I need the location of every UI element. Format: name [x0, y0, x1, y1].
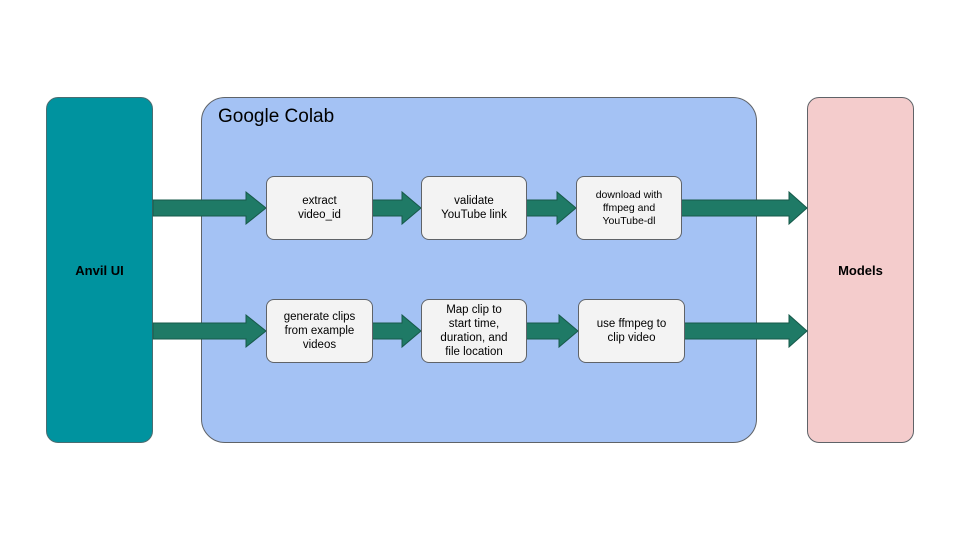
step-extract-video-id: extract video_id: [266, 176, 373, 240]
arrow-anvil-to-generate: [152, 313, 267, 349]
models-block: Models: [807, 97, 914, 443]
step-download-ffmpeg: download with ffmpeg and YouTube-dl: [576, 176, 682, 240]
arrow-anvil-to-extract: [152, 190, 267, 226]
step-validate-youtube-link: validate YouTube link: [421, 176, 527, 240]
arrow-extract-to-validate: [371, 190, 422, 226]
models-label: Models: [838, 262, 883, 278]
arrow-validate-to-download: [525, 190, 577, 226]
google-colab-title: Google Colab: [218, 106, 335, 127]
step-ffmpeg-clip: use ffmpeg to clip video: [578, 299, 685, 363]
arrow-generate-to-map: [371, 313, 422, 349]
anvil-ui-block: Anvil UI: [46, 97, 153, 443]
step-map-clip: Map clip to start time, duration, and fi…: [421, 299, 527, 363]
step-generate-clips: generate clips from example videos: [266, 299, 373, 363]
anvil-ui-label: Anvil UI: [75, 262, 124, 278]
arrow-download-to-models: [680, 190, 808, 226]
arrow-ffmpeg-to-models: [683, 313, 808, 349]
arrow-map-to-ffmpeg: [525, 313, 579, 349]
google-colab-container: [201, 97, 757, 443]
